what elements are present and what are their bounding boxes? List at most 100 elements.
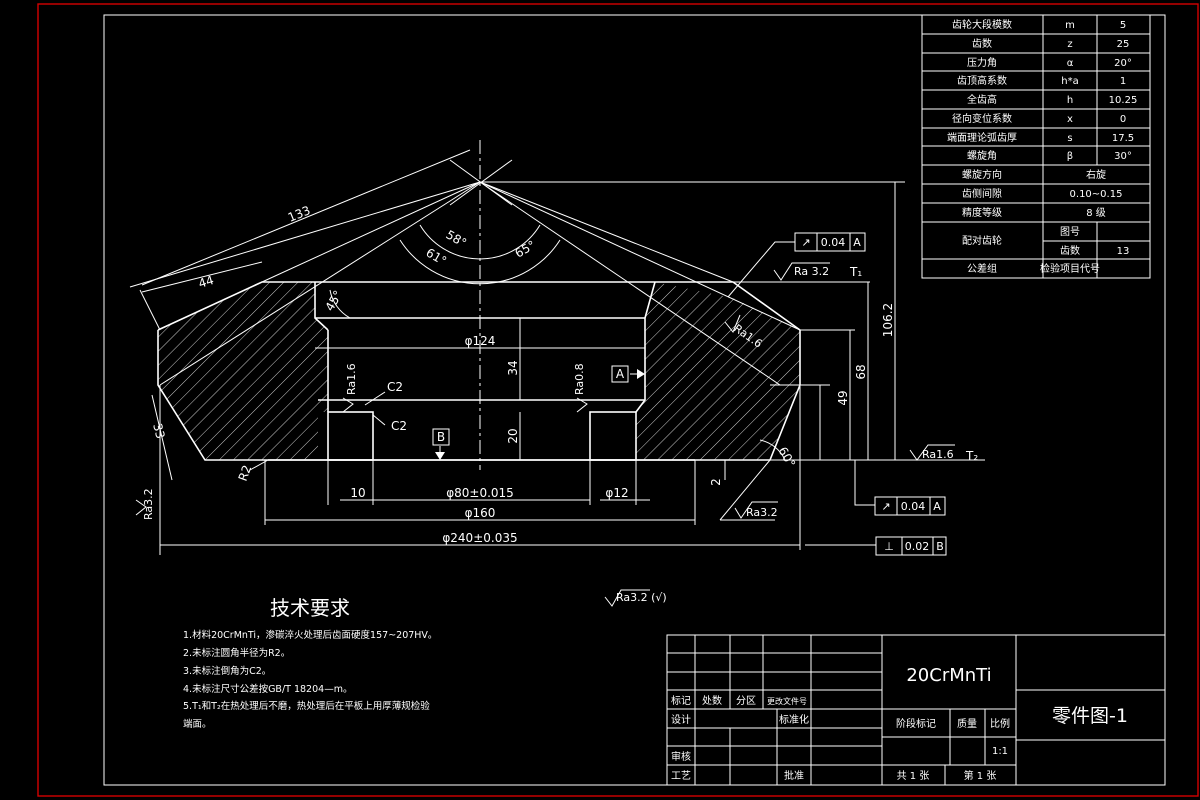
svg-text:齿数: 齿数 xyxy=(972,37,992,50)
dim-160: φ160 xyxy=(465,506,496,520)
tb-process: 工艺 xyxy=(671,770,691,782)
gdt1-symbol: ↗ xyxy=(801,236,810,249)
section-hatching xyxy=(158,282,800,460)
surface-t1: T₁ xyxy=(849,265,862,279)
svg-text:全齿高: 全齿高 xyxy=(967,93,997,106)
dim-10: 10 xyxy=(350,486,365,500)
title-drawing-name: 零件图-1 xyxy=(1052,705,1128,727)
mating-gear-label: 配对齿轮 xyxy=(962,234,1002,247)
svg-text:17.5: 17.5 xyxy=(1112,133,1134,144)
svg-text:右旋: 右旋 xyxy=(1086,168,1106,181)
tech-req-item-4: 4.未标注尺寸公差按GB/T 18204—m。 xyxy=(183,683,352,695)
dim-44: 44 xyxy=(197,273,216,291)
tb-scale-value: 1:1 xyxy=(992,746,1008,757)
dim-34: 34 xyxy=(506,360,520,375)
dimension-lines xyxy=(139,149,896,555)
gdt2-value: 0.04 xyxy=(901,500,926,513)
svg-text:精度等级: 精度等级 xyxy=(962,206,1002,219)
tolerance-group-value: 检验项目代号 xyxy=(1040,262,1100,275)
roughness-ra32-general: Ra3.2 (√) xyxy=(616,591,667,604)
svg-text:端面理论弧齿厚: 端面理论弧齿厚 xyxy=(947,131,1017,144)
roughness-ra32-top: Ra 3.2 xyxy=(794,265,829,278)
svg-text:25: 25 xyxy=(1117,39,1130,50)
mating-gear-drawing-no: 图号 xyxy=(1060,226,1080,238)
tb-weight: 质量 xyxy=(957,718,977,730)
gdt2-datum: A xyxy=(933,500,941,513)
mating-gear-teeth-label: 齿数 xyxy=(1060,244,1080,257)
param-row-9: 齿侧间隙 0.10~0.15 xyxy=(962,187,1122,200)
dim-33: 33 xyxy=(150,422,167,440)
svg-text:10.25: 10.25 xyxy=(1109,95,1138,106)
svg-text:20°: 20° xyxy=(1114,58,1132,69)
tech-req-item-3: 3.未标注倒角为C2。 xyxy=(183,665,271,677)
svg-text:0: 0 xyxy=(1120,114,1126,125)
svg-text:30°: 30° xyxy=(1114,151,1132,162)
param-row-10: 精度等级 8 级 xyxy=(962,206,1106,219)
gdt3-value: 0.02 xyxy=(905,540,930,553)
svg-text:径向变位系数: 径向变位系数 xyxy=(952,112,1012,125)
svg-text:0.10~0.15: 0.10~0.15 xyxy=(1070,189,1123,200)
technical-requirements: 技术要求 1.材料20CrMnTi，渗碳淬火处理后齿面硬度157~207HV。 … xyxy=(183,596,437,730)
angle-61: 61° xyxy=(424,245,449,268)
svg-text:5: 5 xyxy=(1120,20,1126,31)
dim-20: 20 xyxy=(506,428,520,443)
svg-text:x: x xyxy=(1067,114,1073,125)
dim-2: 2 xyxy=(709,478,723,486)
tb-sheet-no: 第 1 张 xyxy=(964,769,997,782)
dim-124: φ124 xyxy=(465,334,496,348)
svg-text:h*a: h*a xyxy=(1061,76,1078,87)
gdt2-symbol: ↗ xyxy=(881,500,890,513)
title-block: 20CrMnTi 零件图-1 标记 处数 分区 更改文件号 设计 标准化 阶段标… xyxy=(666,634,1166,786)
tech-req-item-1: 1.材料20CrMnTi，渗碳淬火处理后齿面硬度157~207HV。 xyxy=(183,629,437,641)
chamfer-c2-upper: C2 xyxy=(387,380,403,394)
svg-text:齿侧间隙: 齿侧间隙 xyxy=(962,187,1002,200)
svg-text:1: 1 xyxy=(1120,76,1126,87)
datum-a: A xyxy=(616,367,625,381)
tb-standard: 标准化 xyxy=(779,713,809,726)
dim-68: 68 xyxy=(854,364,868,379)
tolerance-group-label: 公差组 xyxy=(967,262,997,275)
dim-49: 49 xyxy=(836,390,850,405)
svg-text:β: β xyxy=(1067,151,1073,162)
tb-stage: 阶段标记 xyxy=(896,717,936,730)
dim-106: 106.2 xyxy=(881,303,895,337)
tb-approve: 批准 xyxy=(784,769,804,782)
svg-text:压力角: 压力角 xyxy=(967,56,997,69)
dim-240: φ240±0.035 xyxy=(442,531,517,545)
surface-t2: T₂ xyxy=(965,449,978,463)
svg-text:8 级: 8 级 xyxy=(1086,207,1106,219)
tech-req-item-2: 2.未标注圆角半径为R2。 xyxy=(183,647,290,659)
tb-scale: 比例 xyxy=(990,717,1010,730)
cone-construction-lines xyxy=(129,140,985,470)
tb-count: 处数 xyxy=(702,694,722,707)
roughness-ra08: Ra0.8 xyxy=(573,363,586,395)
tb-design: 设计 xyxy=(671,713,691,726)
tech-req-title: 技术要求 xyxy=(270,596,350,620)
param-row-4: 全齿高 h 10.25 xyxy=(967,93,1137,106)
chamfer-c2-lower: C2 xyxy=(391,419,407,433)
drawing-frame xyxy=(103,14,1166,786)
svg-text:齿轮大段模数: 齿轮大段模数 xyxy=(952,18,1012,31)
roughness-ra16-bore: Ra1.6 xyxy=(345,363,358,395)
param-row-6: 端面理论弧齿厚 s 17.5 xyxy=(947,131,1134,144)
datum-b: B xyxy=(437,430,445,444)
radius-r2: R2 xyxy=(236,463,255,483)
param-row-5: 径向变位系数 x 0 xyxy=(952,112,1126,125)
svg-text:h: h xyxy=(1067,95,1073,106)
datum-markers: A B xyxy=(432,365,645,460)
roughness-ra32-left: Ra3.2 xyxy=(142,488,155,520)
tb-mark: 标记 xyxy=(671,695,691,707)
tb-zone: 分区 xyxy=(736,695,756,707)
gdt1-value: 0.04 xyxy=(821,236,846,249)
svg-text:螺旋方向: 螺旋方向 xyxy=(962,168,1002,181)
tech-req-item-5: 5.T₁和T₂在热处理后不磨，热处理后在平板上用厚薄规检验 xyxy=(183,700,430,712)
angle-45: 45° xyxy=(322,288,345,313)
svg-text:s: s xyxy=(1067,133,1072,144)
gdt3-datum: B xyxy=(936,540,944,553)
dim-133: 133 xyxy=(286,203,312,225)
